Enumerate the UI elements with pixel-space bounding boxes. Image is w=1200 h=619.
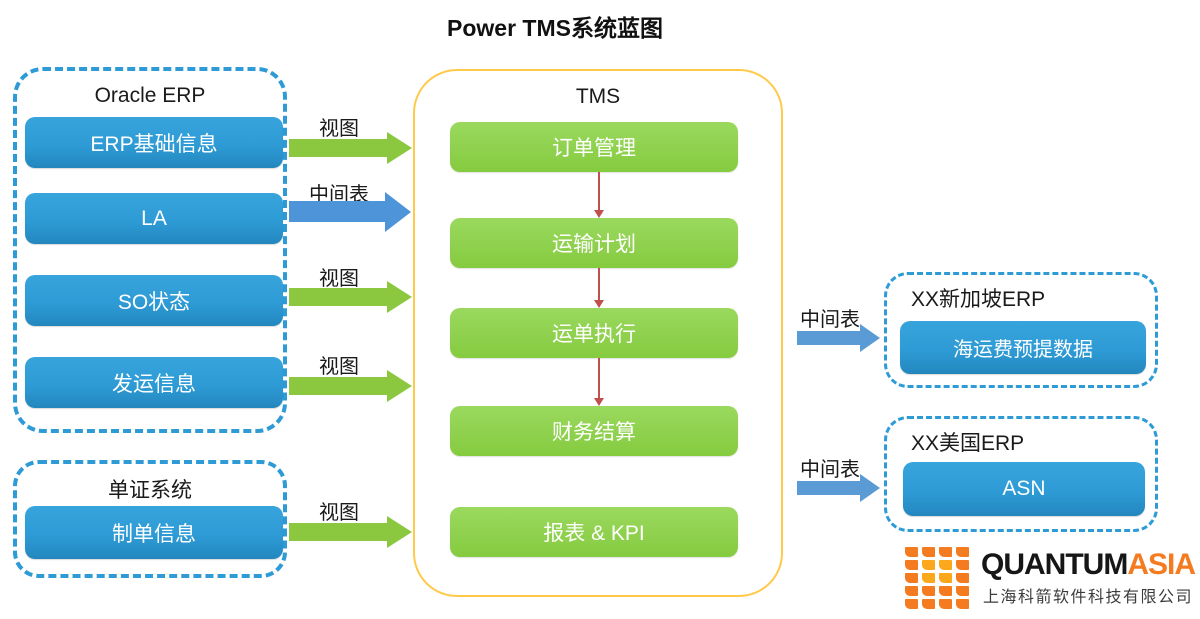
node-ocean-freight-accrual: 海运费预提数据: [900, 321, 1146, 374]
group-us-erp: XX美国ERP ASN: [884, 416, 1158, 532]
group-us-erp-title: XX美国ERP: [911, 432, 1025, 455]
group-tms: TMS 订单管理 运输计划 运单执行 财务结算 报表 & KPI: [413, 69, 783, 597]
node-transport-plan: 运输计划: [450, 218, 738, 268]
node-waybill-execution: 运单执行: [450, 308, 738, 358]
arrow-right-icon: [289, 139, 387, 157]
logo-brand-accent: ASIA: [1127, 548, 1196, 581]
flow-arrow-down-icon: [598, 172, 600, 210]
quantumasia-logo-icon: [905, 547, 969, 609]
connector-label: 中间表: [800, 459, 860, 481]
node-label: 运单执行: [552, 323, 636, 346]
node-label: LA: [141, 206, 167, 230]
arrow-right-icon: [797, 481, 860, 495]
node-label: 海运费预提数据: [953, 339, 1093, 361]
node-report-kpi: 报表 & KPI: [450, 507, 738, 557]
node-la: LA: [25, 193, 283, 244]
node-financial-settlement: 财务结算: [450, 406, 738, 456]
logo-company-name: 上海科箭软件科技有限公司: [983, 589, 1194, 606]
node-label: 运输计划: [552, 233, 636, 256]
flow-arrow-down-icon: [598, 268, 600, 300]
connector-label: 视图: [319, 118, 359, 140]
node-label: 制单信息: [112, 522, 196, 546]
node-label: ERP基础信息: [90, 132, 218, 156]
arrow-right-icon: [289, 377, 387, 395]
logo-brand-text: QUANTUMASIA: [981, 548, 1196, 582]
group-doc-system: 单证系统 制单信息: [13, 460, 287, 578]
connector-label: 中间表: [800, 309, 860, 331]
group-oracle-erp-title: Oracle ERP: [94, 84, 206, 107]
node-label: 发运信息: [112, 372, 196, 396]
node-so-status: SO状态: [25, 275, 283, 326]
group-singapore-erp: XX新加坡ERP 海运费预提数据: [884, 272, 1158, 388]
arrow-right-icon: [289, 523, 387, 541]
connector-label: 视图: [319, 356, 359, 378]
group-doc-system-title: 单证系统: [108, 479, 192, 502]
node-shipping-info: 发运信息: [25, 357, 283, 408]
group-singapore-erp-title: XX新加坡ERP: [911, 288, 1046, 311]
connector-label: 视图: [319, 268, 359, 290]
logo-brand-primary: QUANTUM: [981, 548, 1128, 581]
node-erp-base-info: ERP基础信息: [25, 117, 283, 168]
node-doc-making-info: 制单信息: [25, 506, 283, 559]
connector-label: 视图: [319, 502, 359, 524]
node-order-management: 订单管理: [450, 122, 738, 172]
node-label: ASN: [1002, 477, 1046, 500]
arrow-right-icon: [289, 288, 387, 306]
node-label: SO状态: [117, 290, 191, 314]
arrow-right-icon: [797, 331, 860, 345]
flow-arrow-down-icon: [598, 358, 600, 398]
arrow-right-icon: [289, 201, 385, 222]
node-asn: ASN: [903, 462, 1145, 516]
node-label: 订单管理: [552, 137, 636, 160]
node-label: 财务结算: [552, 421, 636, 444]
page-title: Power TMS系统蓝图: [447, 15, 663, 41]
node-label: 报表 & KPI: [543, 522, 645, 545]
group-tms-title: TMS: [575, 85, 621, 108]
group-oracle-erp: Oracle ERP ERP基础信息 LA SO状态 发运信息: [13, 67, 287, 433]
